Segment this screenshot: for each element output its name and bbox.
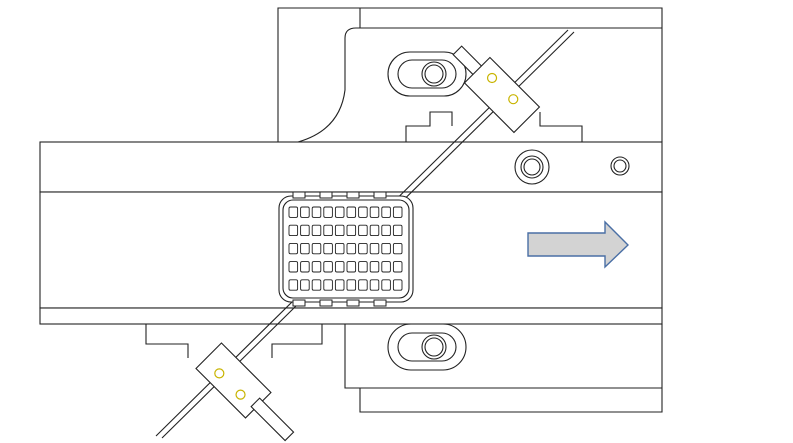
connector-pin [358, 279, 368, 291]
connector-pin [392, 261, 403, 273]
connector-pin [381, 224, 391, 237]
upper-mount-block [405, 111, 583, 142]
connector-pin [392, 224, 403, 237]
connector-pin [381, 242, 391, 255]
connector-pin [369, 224, 380, 237]
connector-pin [346, 279, 357, 291]
connector-pin [392, 279, 403, 291]
connector-pin [300, 279, 310, 291]
conveyor-rail-upper [39, 141, 663, 193]
connector-pin [369, 261, 380, 273]
connector-top-latches [292, 191, 387, 199]
lower-frame-plate [344, 324, 663, 413]
upper-probe-screw-2 [508, 94, 519, 105]
connector-pin-grid [288, 206, 403, 291]
connector-pin [369, 242, 380, 255]
conveyor-rail-lower [39, 307, 663, 325]
lower-probe-screw-1 [214, 368, 225, 379]
connector-block [278, 191, 414, 307]
connector-pin [288, 224, 299, 237]
upper-probe-arm [452, 45, 541, 134]
connector-pin [300, 224, 310, 237]
upper-probe-screw-1 [486, 72, 498, 84]
connector-pin [334, 224, 345, 237]
connector-pin [392, 242, 403, 255]
connector-pin [369, 279, 380, 291]
connector-pin [311, 224, 322, 237]
upper-frame-plate [277, 7, 663, 142]
connector-pin [334, 206, 345, 218]
connector-pin [288, 242, 299, 255]
direction-arrow-icon [527, 220, 630, 269]
connector-pin [311, 242, 322, 255]
connector-pin [381, 261, 391, 273]
connector-pin [358, 261, 368, 273]
connector-pin [358, 224, 368, 237]
connector-pin [381, 206, 391, 218]
connector-pin [358, 206, 368, 218]
connector-pin [323, 242, 333, 255]
connector-pin [346, 242, 357, 255]
connector-pin [288, 279, 299, 291]
upper-slot [387, 51, 467, 97]
lower-slot [387, 323, 467, 371]
connector-pin [334, 242, 345, 255]
lower-probe-screw-2 [235, 389, 246, 400]
connector-pin [323, 224, 333, 237]
connector-pin [358, 242, 368, 255]
connector-pin [300, 206, 310, 218]
connector-pin [311, 261, 322, 273]
connector-pin [334, 279, 345, 291]
connector-pin [288, 206, 299, 218]
connector-pin [323, 206, 333, 218]
connector-pin [346, 206, 357, 218]
connector-pin [369, 206, 380, 218]
connector-pin [323, 279, 333, 291]
connector-pin [311, 279, 322, 291]
connector-pin [300, 242, 310, 255]
connector-pin [311, 206, 322, 218]
lower-probe-arm [195, 342, 295, 442]
connector-bottom-latches [292, 299, 387, 307]
connector-pin [300, 261, 310, 273]
rail-bolt-small [610, 156, 630, 176]
rail-bolt-large [514, 149, 550, 185]
connector-pin [381, 279, 391, 291]
lower-mount-block [145, 324, 323, 358]
connector-pin [346, 261, 357, 273]
connector-pin [323, 261, 333, 273]
connector-pin [334, 261, 345, 273]
connector-pin [288, 261, 299, 273]
connector-pin [346, 224, 357, 237]
connector-pin [392, 206, 403, 218]
upper-inner-block [297, 27, 662, 143]
